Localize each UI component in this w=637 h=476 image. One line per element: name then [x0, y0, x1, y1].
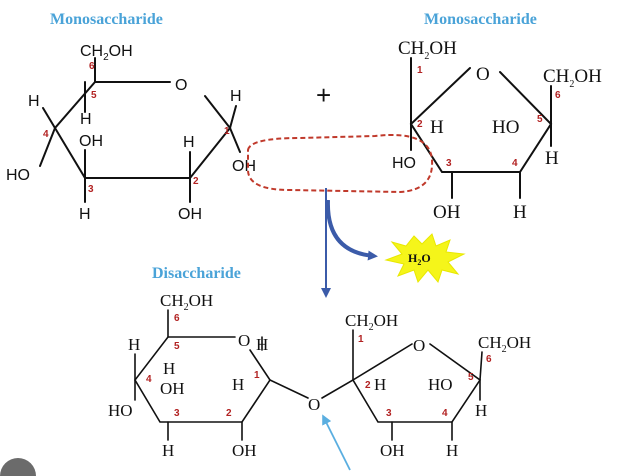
dis-glc-ch2oh: CH2OH — [160, 291, 213, 313]
plus-sign: + — [316, 80, 331, 110]
dis-fru-ring-oxygen: O — [413, 336, 425, 355]
glucose-c3-oh-top: OH — [79, 133, 103, 150]
glucose-num-5: 5 — [91, 90, 97, 101]
fructose-ch2oh-right: CH2OH — [543, 66, 602, 90]
fructose-ring-oxygen: O — [476, 64, 490, 85]
dis-fru-num-5: 5 — [468, 372, 474, 383]
glucose-ring-bonds — [53, 81, 232, 179]
dis-fru-num-1: 1 — [358, 334, 364, 345]
dis-glc-num-5: 5 — [174, 341, 180, 352]
glucose-ch2oh: CH2OH — [80, 43, 133, 63]
dis-fru-num-2: 2 — [365, 380, 371, 391]
disaccharide-fructose-ring — [351, 343, 482, 423]
glucose-c4-h-bond — [42, 107, 56, 129]
dis-fru-num-3: 3 — [386, 408, 392, 419]
glucose-c4-ho-bond — [39, 127, 56, 167]
glucose-c4-h: H — [28, 93, 40, 110]
water-release-arrow — [325, 199, 378, 261]
fructose-num-2: 2 — [417, 119, 423, 130]
fructose-num-4: 4 — [512, 158, 518, 169]
water-removal-outline — [247, 134, 434, 194]
glucose-c2-h: H — [183, 134, 195, 151]
glucose-num-6: 6 — [89, 61, 95, 72]
disaccharide-molecule: CH2OH O H H H OH H HO H OH 6 5 4 1 3 2 O… — [108, 291, 531, 460]
dis-glc-ring-oxygen: O — [238, 331, 250, 350]
fructose-molecule: CH2OH O CH2OH H HO HO H OH H 1 6 2 5 3 4 — [392, 38, 602, 223]
glucose-c2-oh: OH — [178, 206, 202, 223]
glucose-c1-oh-bond — [229, 127, 241, 153]
glucose-c5-h: H — [80, 111, 92, 128]
fructose-ch2oh-left: CH2OH — [398, 38, 457, 62]
dis-fru-num-6: 6 — [486, 354, 492, 365]
glucose-c1-h: H — [230, 88, 242, 105]
fructose-num-5: 5 — [537, 114, 543, 125]
dis-glc-c1-h: H — [256, 335, 268, 354]
glucose-num-3: 3 — [88, 184, 94, 195]
dis-fru-c2-h: H — [374, 375, 386, 394]
dis-glc-num-3: 3 — [174, 408, 180, 419]
dis-glc-c5-h: H — [163, 359, 175, 378]
glucose-ring-oxygen: O — [175, 77, 187, 94]
glycosidic-pointer-arrow — [322, 414, 351, 471]
glucose-c1-h-bond — [229, 105, 237, 129]
dis-glc-num-6: 6 — [174, 313, 180, 324]
water-product: H2O — [384, 233, 466, 284]
bridge-bond-right — [321, 379, 354, 399]
dis-glc-num-1: 1 — [254, 370, 260, 381]
glucose-num-1: 1 — [224, 126, 230, 137]
dis-glc-c3-oh-top: OH — [160, 379, 185, 398]
dis-fru-ch2oh-left: CH2OH — [345, 311, 398, 333]
dis-glc-c4-ho: HO — [108, 401, 133, 420]
dis-fru-c5-h: H — [475, 401, 487, 420]
glycosidic-oxygen: O — [308, 395, 320, 414]
dis-glc-c2-h-top: H — [232, 375, 244, 394]
dis-glc-c2-oh: OH — [232, 441, 257, 460]
dis-glc-c3-h: H — [162, 441, 174, 460]
fructose-c2-ho: HO — [392, 155, 416, 172]
fructose-c4-h: H — [513, 202, 527, 223]
fructose-c5-h: H — [545, 148, 559, 169]
water-burst-icon — [384, 233, 466, 284]
dis-fru-num-4: 4 — [442, 408, 448, 419]
heading-right-monosaccharide: Monosaccharide — [424, 11, 537, 28]
dis-fru-ch2oh-right: CH2OH — [478, 333, 531, 355]
glucose-num-2: 2 — [193, 176, 199, 187]
dis-glc-num-2: 2 — [226, 408, 232, 419]
dis-fru-c4-h: H — [446, 441, 458, 460]
glucose-molecule: CH2OH O H H OH H H OH HO H OH 6 5 4 1 3 … — [6, 43, 256, 223]
glucose-c3-h: H — [79, 206, 91, 223]
glucose-c4-ho: HO — [6, 167, 30, 184]
bridge-bond-left — [269, 379, 309, 399]
corner-badge-icon — [0, 458, 36, 476]
fructose-c2-h: H — [430, 117, 444, 138]
fructose-num-1: 1 — [417, 65, 423, 76]
dis-fru-c5-ho: HO — [428, 375, 453, 394]
fructose-c3-oh: OH — [433, 202, 461, 223]
fructose-num-3: 3 — [446, 158, 452, 169]
heading-left-monosaccharide: Monosaccharide — [50, 11, 163, 28]
water-label: H2O — [408, 251, 431, 267]
dis-fru-c3-oh: OH — [380, 441, 405, 460]
dis-glc-num-4: 4 — [146, 374, 152, 385]
fructose-ring-bonds — [409, 67, 553, 173]
fructose-num-6: 6 — [555, 90, 561, 101]
glucose-num-4: 4 — [43, 129, 49, 140]
dis-fru-c6-bond — [479, 351, 483, 381]
glucose-c1-oh: OH — [232, 158, 256, 175]
fructose-c5-ho: HO — [492, 117, 519, 138]
dis-glc-c4-h: H — [128, 335, 140, 354]
heading-disaccharide: Disaccharide — [152, 265, 241, 282]
